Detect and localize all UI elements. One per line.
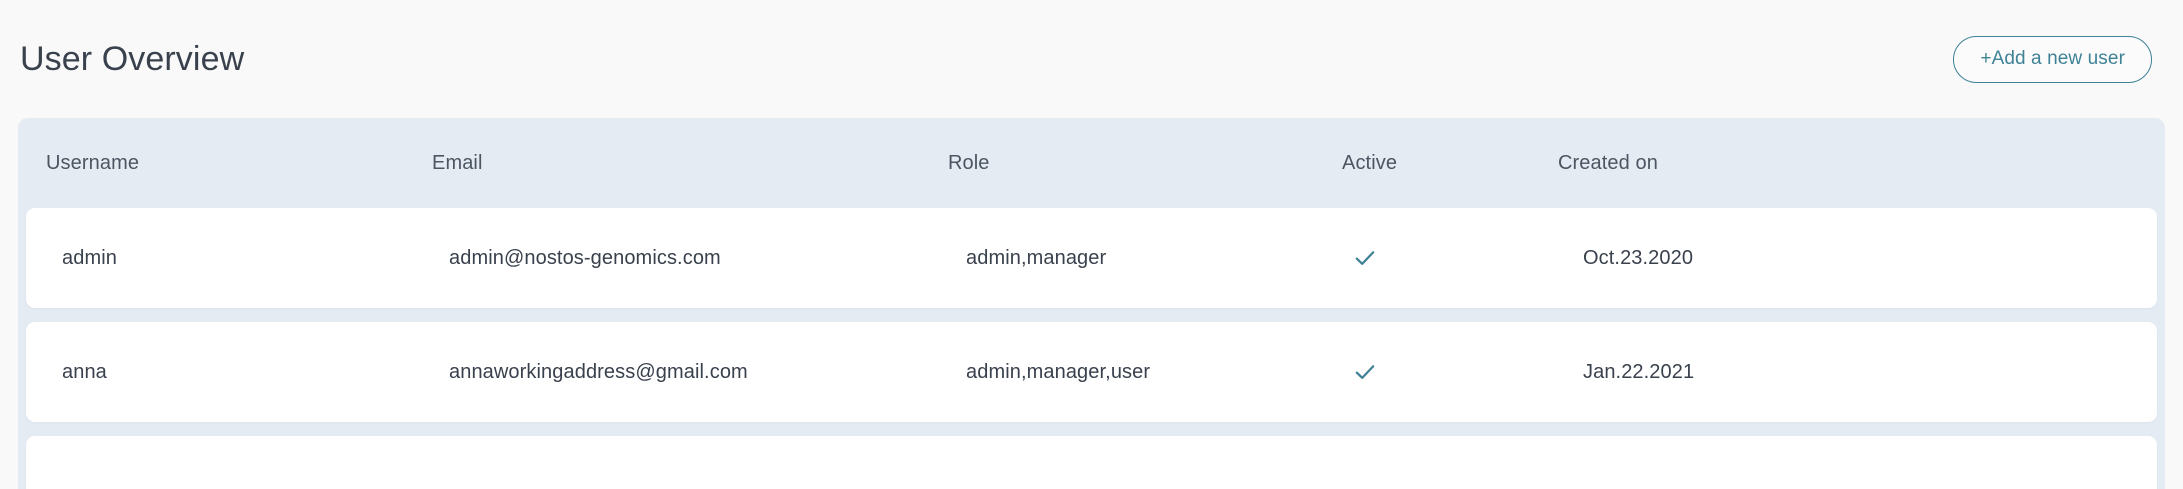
- add-user-button[interactable]: +Add a new user: [1953, 35, 2152, 83]
- cell-username: anna: [62, 360, 107, 383]
- cell-role: admin,manager,user: [966, 360, 1151, 383]
- cell-username: admin: [62, 246, 117, 269]
- check-icon: [1355, 251, 1375, 265]
- table-row[interactable]: [26, 436, 2157, 489]
- page-title: User Overview: [20, 40, 245, 78]
- cell-created-on: Jan.22.2021: [1583, 360, 1695, 383]
- cell-active: [1343, 359, 1556, 385]
- table-row[interactable]: anna annaworkingaddress@gmail.com admin,…: [26, 322, 2157, 422]
- check-icon: [1355, 365, 1375, 379]
- cell-role: admin,manager: [966, 246, 1107, 269]
- column-header-active[interactable]: Active: [1342, 151, 1398, 174]
- column-header-role[interactable]: Role: [948, 151, 990, 174]
- page-header: User Overview +Add a new user: [0, 0, 2183, 118]
- column-header-created-on[interactable]: Created on: [1558, 151, 1658, 174]
- table-row[interactable]: admin admin@nostos-genomics.com admin,ma…: [26, 208, 2157, 308]
- cell-email: annaworkingaddress@gmail.com: [449, 360, 748, 383]
- column-header-username[interactable]: Username: [46, 151, 140, 174]
- cell-email: admin@nostos-genomics.com: [449, 246, 721, 269]
- cell-created-on: Oct.23.2020: [1583, 246, 1694, 269]
- cell-active: [1343, 245, 1556, 271]
- users-table: Username Email Role Active Created on ad…: [18, 118, 2165, 489]
- table-header-row: Username Email Role Active Created on: [18, 118, 2165, 208]
- column-header-email[interactable]: Email: [432, 151, 483, 174]
